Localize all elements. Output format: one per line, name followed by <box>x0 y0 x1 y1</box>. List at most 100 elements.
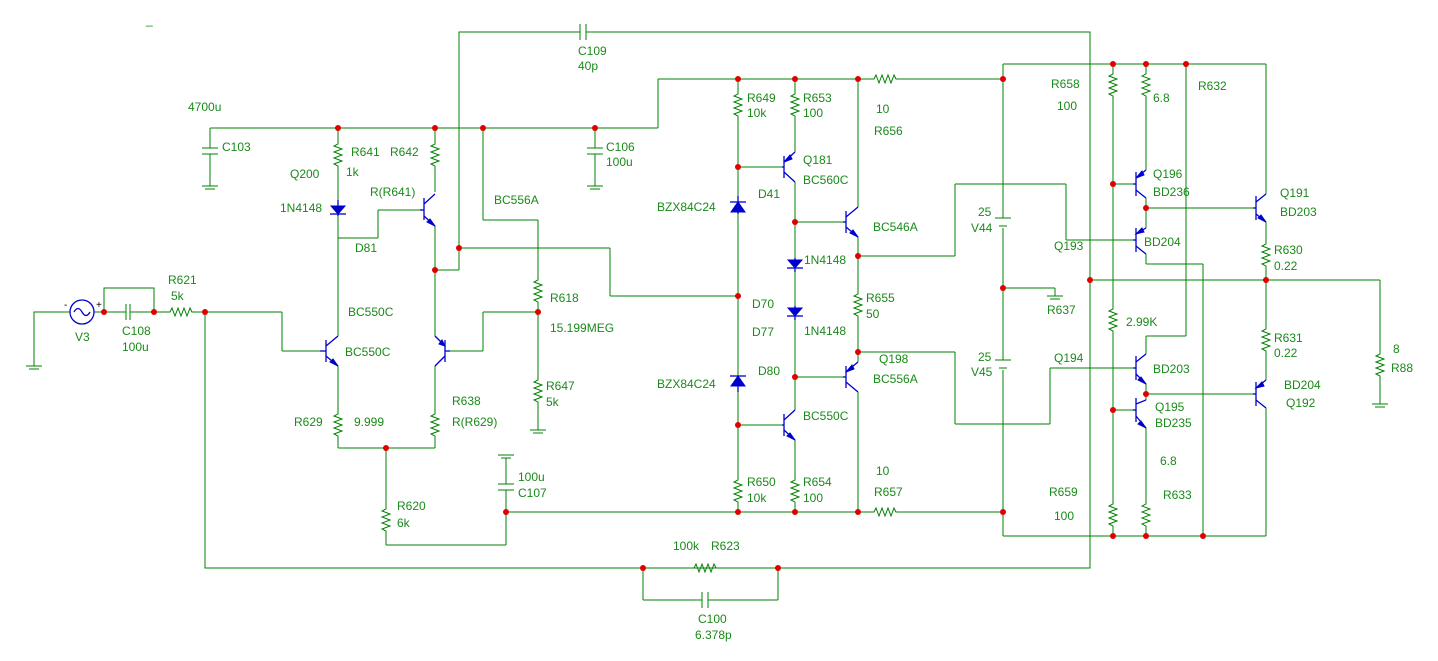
label-r629-value: 9.999 <box>354 415 384 429</box>
label-c100: C100 <box>698 612 727 626</box>
label-v44: V44 <box>971 221 993 235</box>
label-q192: Q192 <box>1286 396 1316 410</box>
source-minus-sign: - <box>64 300 67 311</box>
label-bc550c-top: BC550C <box>348 305 394 319</box>
label-d77-type: 1N4148 <box>804 324 846 338</box>
label-c109: C109 <box>578 44 607 58</box>
label-r621: R621 <box>168 273 197 287</box>
label-r618-value: 15.199MEG <box>550 321 614 335</box>
label-bc556a-top: BC556A <box>494 193 539 207</box>
label-c100-value: 6.378p <box>695 628 732 642</box>
label-r649-value: 10k <box>747 106 767 120</box>
label-r638-value: R(R629) <box>452 415 497 429</box>
label-bc550c-q: BC550C <box>345 345 391 359</box>
label-q191: Q191 <box>1280 186 1310 200</box>
label-q198: Q198 <box>879 352 909 366</box>
label-r653: R653 <box>803 91 832 105</box>
label-v45: V45 <box>971 365 993 379</box>
label-r653-value: 100 <box>803 106 823 120</box>
label-r657-value: 10 <box>876 464 890 478</box>
label-c109-value: 40p <box>578 59 598 73</box>
label-2-99k: 2.99K <box>1126 315 1157 329</box>
label-r650-value: 10k <box>747 491 767 505</box>
label-q191-type: BD203 <box>1280 205 1317 219</box>
label-q200: Q200 <box>290 167 320 181</box>
label-r656: R656 <box>874 124 903 138</box>
label-r88: R88 <box>1391 361 1413 375</box>
capacitors <box>122 24 1011 608</box>
label-v45-value: 25 <box>978 350 992 364</box>
ground-symbols <box>26 185 1388 459</box>
label-r633-value: 6.8 <box>1160 454 1177 468</box>
label-r633: R633 <box>1163 488 1192 502</box>
label-d70: D70 <box>752 297 774 311</box>
label-r658: R658 <box>1051 77 1080 91</box>
label-r656-value: 10 <box>876 102 890 116</box>
label-q181-type: BC560C <box>803 173 849 187</box>
label-r623: R623 <box>711 539 740 553</box>
label-d41: D41 <box>758 187 780 201</box>
diodes <box>329 196 804 392</box>
label-d80: D80 <box>758 364 780 378</box>
minimize-glyph[interactable]: _ <box>145 13 153 27</box>
label-c107-value: 100u <box>518 470 545 484</box>
label-r647-value: 5k <box>546 395 560 409</box>
label-r620: R620 <box>397 499 426 513</box>
label-q181: Q181 <box>803 153 833 167</box>
label-r621-value: 5k <box>171 289 185 303</box>
label-q194: Q194 <box>1054 351 1084 365</box>
label-r649: R649 <box>747 91 776 105</box>
voltage-source-v3: - + <box>64 299 102 325</box>
label-c108: C108 <box>122 324 151 338</box>
label-c103: C103 <box>222 140 251 154</box>
label-r658-value: 100 <box>1057 99 1077 113</box>
label-bc546a: BC546A <box>873 220 918 234</box>
label-q195-type: BD235 <box>1155 416 1192 430</box>
label-d81-type: 1N4148 <box>280 201 322 215</box>
label-r654: R654 <box>803 475 832 489</box>
component-labels: C109 40p 4700u C103 R641 1k R642 R(R641)… <box>75 44 1413 642</box>
label-r618: R618 <box>550 291 579 305</box>
label-q194-type: BD203 <box>1153 362 1190 376</box>
source-plus-sign: + <box>96 300 102 311</box>
wires <box>33 31 1381 601</box>
label-r623-value: 100k <box>673 539 700 553</box>
label-r620-value: 6k <box>397 516 411 530</box>
label-r655: R655 <box>866 291 895 305</box>
label-bc550c-bottom: BC550C <box>803 409 849 423</box>
label-r647: R647 <box>546 379 575 393</box>
label-q195: Q195 <box>1155 400 1185 414</box>
label-r641-value: 1k <box>346 165 360 179</box>
label-q198-type: BC556A <box>873 372 918 386</box>
label-r659: R659 <box>1049 485 1078 499</box>
label-zener1-type: BZX84C24 <box>657 200 716 214</box>
label-r631-value: 0.22 <box>1274 346 1298 360</box>
label-r88-value: 8 <box>1393 342 1400 356</box>
label-d77: D77 <box>752 325 774 339</box>
label-q196: Q196 <box>1153 167 1183 181</box>
label-d81: D81 <box>355 241 377 255</box>
label-c107: C107 <box>518 486 547 500</box>
label-c106: C106 <box>606 140 635 154</box>
label-c103-value: 4700u <box>188 100 221 114</box>
label-r654-value: 100 <box>803 491 823 505</box>
label-r630: R630 <box>1274 243 1303 257</box>
label-q196-type: BD236 <box>1153 185 1190 199</box>
transistors <box>320 151 1267 441</box>
label-c108-value: 100u <box>122 340 149 354</box>
label-q193-type: BD204 <box>1144 235 1181 249</box>
label-r655-value: 50 <box>866 307 880 321</box>
label-q192-type: BD204 <box>1284 378 1321 392</box>
label-d70-type: 1N4148 <box>804 253 846 267</box>
label-r631: R631 <box>1274 331 1303 345</box>
label-r632: R632 <box>1198 79 1227 93</box>
label-v44-value: 25 <box>978 205 992 219</box>
label-q193: Q193 <box>1054 239 1084 253</box>
label-r659-value: 100 <box>1054 509 1074 523</box>
label-r630-value: 0.22 <box>1274 259 1298 273</box>
label-r642: R642 <box>390 145 419 159</box>
label-r641: R641 <box>351 145 380 159</box>
label-r657: R657 <box>874 485 903 499</box>
label-v3: V3 <box>75 330 90 344</box>
